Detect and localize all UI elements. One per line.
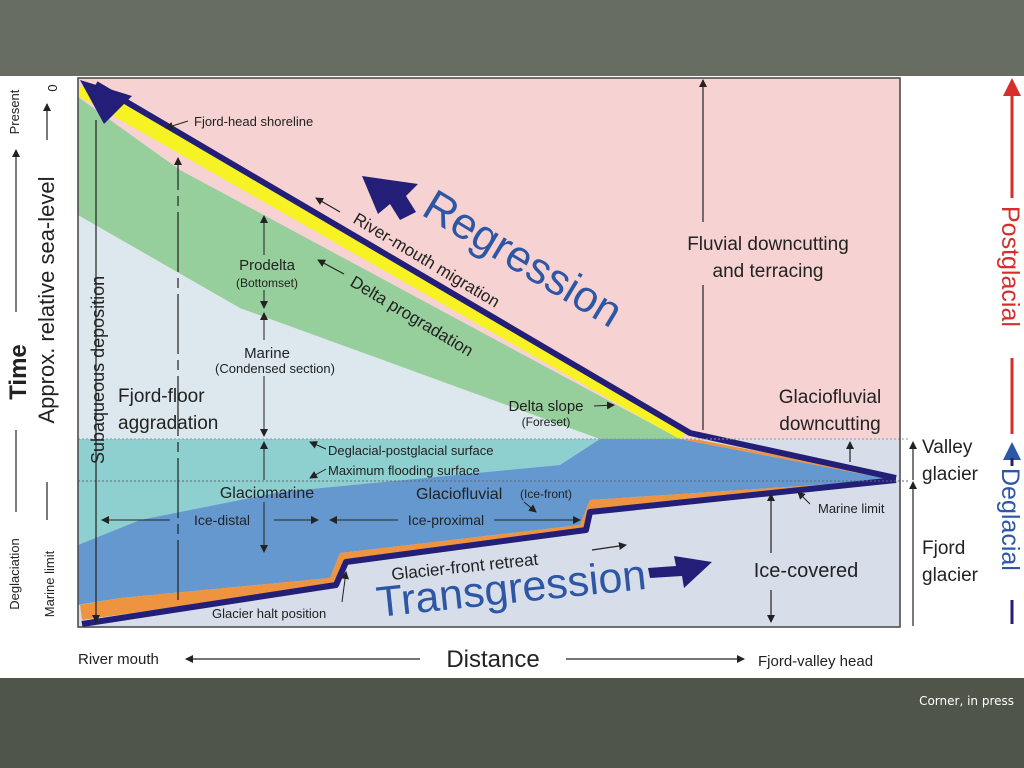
prodelta-label: Prodelta bbox=[239, 257, 296, 274]
diagram-panel: Fjord-head shoreline Regression River-mo… bbox=[0, 76, 1024, 678]
regression-shoreline-arrowhead bbox=[80, 80, 132, 124]
ice-proximal-label: Ice-proximal bbox=[408, 512, 484, 528]
fjord-head-pointer bbox=[165, 120, 189, 130]
glaciomarine-teal-region bbox=[78, 439, 600, 545]
fluvial-downcutting-label-2: and terracing bbox=[713, 261, 824, 282]
glaciofluvial-label: Glaciofluvial bbox=[416, 486, 502, 503]
top-bar bbox=[0, 0, 1024, 76]
bottom-bar bbox=[0, 678, 1024, 768]
fjord-head-shoreline-line bbox=[94, 81, 897, 481]
regression-arrow-icon bbox=[362, 176, 418, 220]
deglacial-label: Deglacial bbox=[996, 468, 1024, 571]
marine-limit-axis-label: Marine limit bbox=[42, 550, 57, 617]
delta-slope-label: Delta slope bbox=[508, 398, 583, 415]
sea-level-axis-label: Approx. relative sea-level bbox=[34, 176, 59, 423]
deglacial-surface-pointer bbox=[309, 441, 327, 450]
zero-label: 0 bbox=[45, 84, 60, 91]
marine-label: Marine bbox=[244, 345, 290, 362]
shoreline-yellow-band bbox=[80, 85, 690, 439]
fjord-floor-label-1: Fjord-floor bbox=[118, 386, 205, 407]
glaciomarine-label: Glaciomarine bbox=[220, 485, 314, 502]
glacier-halt-pointer bbox=[341, 571, 350, 603]
valley-glacier-label-2: glacier bbox=[922, 464, 979, 485]
river-mouth-label: River mouth bbox=[78, 651, 159, 668]
max-flooding-pointer bbox=[309, 468, 327, 479]
fjord-glacier-label-2: glacier bbox=[922, 565, 979, 586]
delta-progradation-arrow bbox=[317, 259, 345, 275]
fjord-floor-label-2: aggradation bbox=[118, 413, 218, 434]
ice-front-label: (Ice-front) bbox=[520, 487, 572, 501]
deglacial-arrow-icon bbox=[1003, 442, 1021, 460]
fjord-delta-diagram: Fjord-head shoreline Regression River-mo… bbox=[5, 77, 1024, 673]
glacier-front-retreat-arrow bbox=[591, 542, 627, 551]
transgression-arrow-icon bbox=[648, 556, 712, 588]
ice-front-pointer bbox=[523, 501, 537, 513]
time-axis-label: Time bbox=[5, 344, 32, 400]
deglacial-surface-label: Deglacial-postglacial surface bbox=[328, 443, 493, 458]
glaciofluvial-downcutting-label-2: downcutting bbox=[779, 414, 880, 435]
subaqueous-deposition-label: Subaqueous deposition bbox=[88, 276, 108, 464]
bottomset-label: (Bottomset) bbox=[236, 276, 298, 290]
fjord-valley-head-label: Fjord-valley head bbox=[758, 653, 873, 670]
diagram-frame bbox=[77, 77, 901, 628]
distance-label: Distance bbox=[446, 646, 539, 673]
fjord-head-shoreline-label: Fjord-head shoreline bbox=[194, 114, 313, 129]
deglaciation-label: Deglaciation bbox=[7, 538, 22, 610]
ice-front-orange-region bbox=[80, 439, 896, 620]
postglacial-label: Postglacial bbox=[996, 206, 1024, 327]
present-label: Present bbox=[7, 89, 22, 134]
fluvial-downcutting-label-1: Fluvial downcutting bbox=[687, 234, 849, 255]
fjord-glacier-label-1: Fjord bbox=[922, 538, 965, 559]
delta-slope-pointer bbox=[593, 401, 615, 410]
credit-text: Corner, in press bbox=[919, 694, 1014, 708]
river-mouth-migration-arrow bbox=[315, 197, 341, 213]
ice-distal-label: Ice-distal bbox=[194, 512, 250, 528]
valley-glacier-label-1: Valley bbox=[922, 437, 973, 458]
glacier-halt-label: Glacier halt position bbox=[212, 606, 326, 621]
marine-limit-pointer bbox=[797, 491, 811, 505]
max-flooding-label: Maximum flooding surface bbox=[328, 463, 480, 478]
glaciofluvial-downcutting-label-1: Glaciofluvial bbox=[779, 387, 881, 408]
postglacial-arrow-icon bbox=[1003, 78, 1021, 96]
marine-limit-right-label: Marine limit bbox=[818, 501, 885, 516]
condensed-section-label: (Condensed section) bbox=[215, 361, 335, 376]
transgression-line bbox=[81, 477, 897, 627]
foreset-label: (Foreset) bbox=[522, 415, 571, 429]
ice-covered-label: Ice-covered bbox=[754, 560, 859, 582]
marine-region bbox=[78, 215, 600, 439]
prodelta-green-region bbox=[78, 97, 680, 439]
